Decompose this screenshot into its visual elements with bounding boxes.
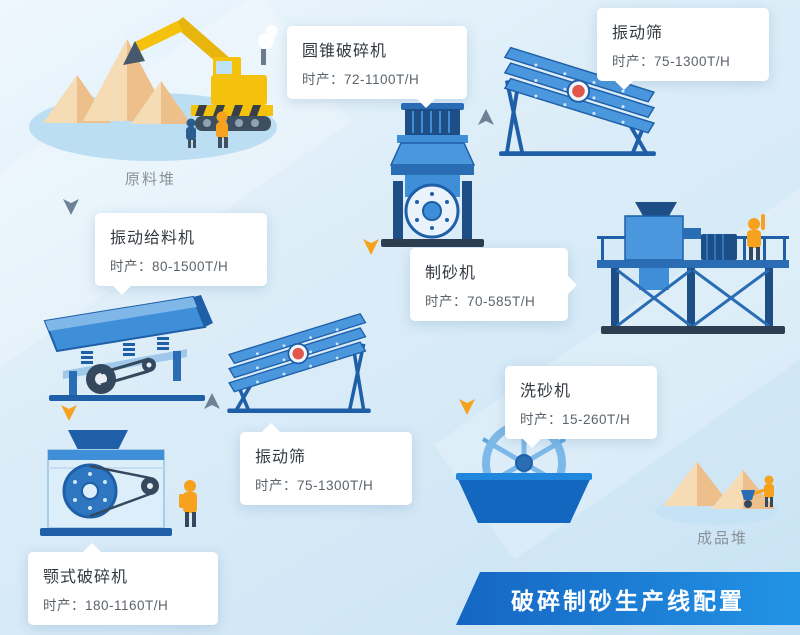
card-pointer (615, 81, 633, 90)
card-pointer (568, 275, 577, 294)
machine-capacity: 时产：70-585T/H (425, 294, 536, 309)
vibrating-feeder-illustration (35, 285, 220, 410)
card-pointer (262, 423, 280, 432)
flow-arrow-down-icon (363, 239, 379, 255)
machine-capacity: 时产：80-1500T/H (110, 259, 229, 274)
machine-capacity: 时产：72-1100T/H (302, 72, 420, 87)
sand-washer-illustration (452, 415, 597, 535)
worker-icon (216, 111, 228, 148)
flow-arrow-up-icon (478, 109, 494, 125)
machine-name: 振动筛 (612, 25, 664, 42)
flow-arrow-down-icon (459, 399, 475, 415)
raw-pile-label: 原料堆 (125, 171, 177, 188)
sand-piles-icon (43, 39, 191, 124)
sand-maker-illustration (593, 198, 793, 343)
label-card-cone-crusher: 圆锥破碎机 时产：72-1100T/H (287, 26, 467, 108)
label-card-screen-top: 振动筛 时产：75-1300T/H (597, 8, 769, 90)
worker-icon (179, 480, 197, 527)
cone-crusher-illustration (375, 103, 490, 253)
product-pile-illustration (653, 442, 788, 535)
raw-material-pile-illustration (25, 5, 290, 170)
flow-arrow-down-icon (63, 199, 79, 215)
flow-arrow-up-icon (204, 393, 220, 409)
machine-name: 振动筛 (255, 449, 307, 466)
machine-name: 振动给料机 (110, 230, 196, 247)
worker-icon (186, 118, 196, 148)
label-card-jaw-crusher: 颚式破碎机 时产：180-1160T/H (28, 543, 218, 625)
machine-capacity: 时产：75-1300T/H (612, 54, 731, 69)
vibrating-screen-illustration (222, 303, 377, 419)
page-title: 破碎制砂生产线配置 (511, 587, 745, 614)
jaw-crusher-illustration (30, 428, 210, 548)
worker-icon (747, 214, 765, 260)
card-pointer (83, 543, 101, 552)
machine-name: 制砂机 (425, 265, 477, 282)
card-pointer (523, 439, 541, 448)
excavator-icon (123, 17, 278, 131)
machine-name: 圆锥破碎机 (302, 43, 388, 60)
machine-name: 颚式破碎机 (43, 569, 129, 586)
worker-with-cart-icon (741, 475, 774, 508)
label-card-screen-mid: 振动筛 时产：75-1300T/H (240, 423, 412, 505)
title-banner: 破碎制砂生产线配置 (456, 572, 800, 625)
vibrating-screen-illustration (492, 36, 662, 162)
label-card-sand-maker: 制砂机 时产：70-585T/H (410, 248, 577, 321)
flow-arrow-down-icon (61, 405, 77, 421)
label-card-sand-washer: 洗砂机 时产：15-260T/H (505, 366, 657, 448)
product-pile-label: 成品堆 (697, 530, 749, 547)
machine-capacity: 时产：15-260T/H (520, 412, 631, 427)
machine-capacity: 时产：75-1300T/H (255, 478, 374, 493)
card-pointer (113, 286, 131, 295)
machine-name: 洗砂机 (520, 383, 572, 400)
card-pointer (417, 99, 435, 108)
label-card-feeder: 振动给料机 时产：80-1500T/H (95, 213, 267, 295)
machine-capacity: 时产：180-1160T/H (43, 598, 169, 613)
